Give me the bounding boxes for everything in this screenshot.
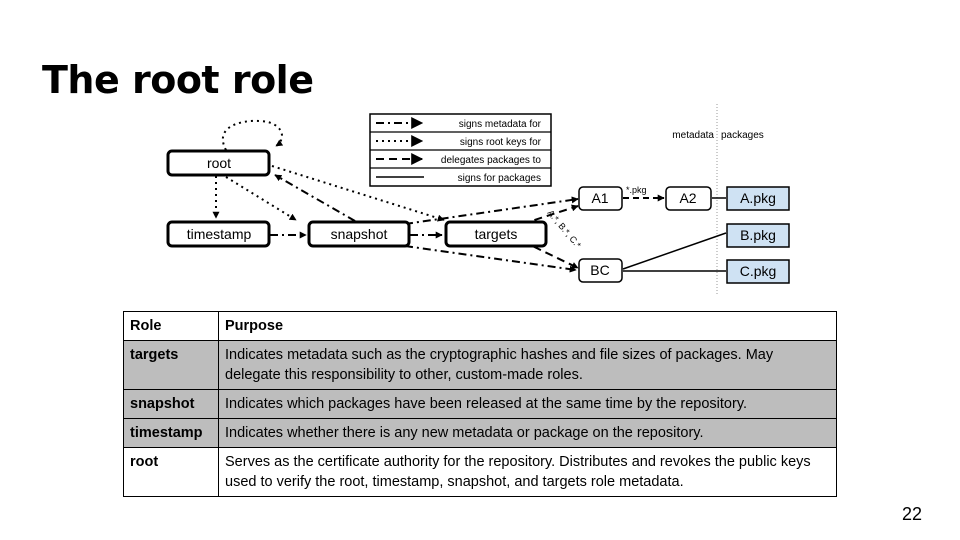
edge-root-snapshot xyxy=(225,176,297,221)
page-number: 22 xyxy=(901,504,922,524)
table-header-row: Role Purpose xyxy=(123,311,837,341)
table-cell-purpose: Indicates which packages have been relea… xyxy=(218,389,837,419)
table-cell-purpose: Indicates metadata such as the cryptogra… xyxy=(218,340,837,390)
edge-root-targets xyxy=(271,165,445,222)
node-root-label: root xyxy=(207,155,231,171)
edge-bc-bpkg xyxy=(622,232,727,270)
node-apkg: A.pkg xyxy=(726,186,790,211)
table-cell-purpose: Indicates whether there is any new metad… xyxy=(218,418,837,448)
column-label-packages: packages xyxy=(721,130,764,141)
table-cell-purpose: Serves as the certificate authority for … xyxy=(218,447,837,497)
legend-label-delegates: delegates packages to xyxy=(441,155,542,166)
node-snapshot: snapshot xyxy=(307,220,411,248)
table-header-purpose: Purpose xyxy=(218,311,837,341)
edge-targets-a1 xyxy=(521,204,579,225)
node-cpkg-label: C.pkg xyxy=(740,263,777,279)
edge-root-self xyxy=(222,119,284,151)
node-a1-label: A1 xyxy=(591,190,608,206)
node-a1: A1 xyxy=(578,186,623,211)
node-a2-label: A2 xyxy=(679,190,696,206)
node-snapshot-label: snapshot xyxy=(331,226,388,242)
table-row: root Serves as the certificate authority… xyxy=(123,447,837,497)
table-cell-role: root xyxy=(123,447,219,497)
table-cell-role: timestamp xyxy=(123,418,219,448)
slide-title: The root role xyxy=(42,58,314,102)
node-cpkg: C.pkg xyxy=(726,259,790,284)
edge-label-pkg-pattern: *.pkg xyxy=(626,185,647,195)
node-a2: A2 xyxy=(665,186,712,211)
edge-snapshot-a1 xyxy=(404,196,579,225)
legend-label-signs-metadata: signs metadata for xyxy=(459,119,542,130)
node-bc: BC xyxy=(578,258,623,283)
table-row: snapshot Indicates which packages have b… xyxy=(123,389,837,419)
role-diagram: signs metadata for signs root keys for d… xyxy=(166,104,790,295)
edges xyxy=(212,119,727,273)
table-row: targets Indicates metadata such as the c… xyxy=(123,340,837,390)
legend: signs metadata for signs root keys for d… xyxy=(369,113,552,187)
node-timestamp: timestamp xyxy=(166,220,271,248)
table-cell-role: targets xyxy=(123,340,219,390)
node-timestamp-label: timestamp xyxy=(187,226,252,242)
node-targets: targets xyxy=(444,220,548,248)
node-targets-label: targets xyxy=(475,226,518,242)
node-bc-label: BC xyxy=(590,262,609,278)
table-row: timestamp Indicates whether there is any… xyxy=(123,418,837,448)
edge-targets-bc xyxy=(521,240,579,269)
edge-snapshot-bc xyxy=(404,245,577,273)
edge-label-delegation-pattern: A.*, B.*, C.* xyxy=(545,208,583,250)
legend-label-signs-packages: signs for packages xyxy=(458,173,541,184)
column-label-metadata: metadata xyxy=(672,130,714,141)
table-cell-role: snapshot xyxy=(123,389,219,419)
node-root: root xyxy=(166,149,271,177)
edge-snapshot-root xyxy=(274,174,356,222)
role-table: Role Purpose targets Indicates metadata … xyxy=(123,311,837,497)
legend-label-signs-root-keys: signs root keys for xyxy=(460,137,542,148)
node-apkg-label: A.pkg xyxy=(740,190,776,206)
table-header-role: Role xyxy=(123,311,219,341)
node-bpkg: B.pkg xyxy=(726,223,790,248)
node-bpkg-label: B.pkg xyxy=(740,227,776,243)
